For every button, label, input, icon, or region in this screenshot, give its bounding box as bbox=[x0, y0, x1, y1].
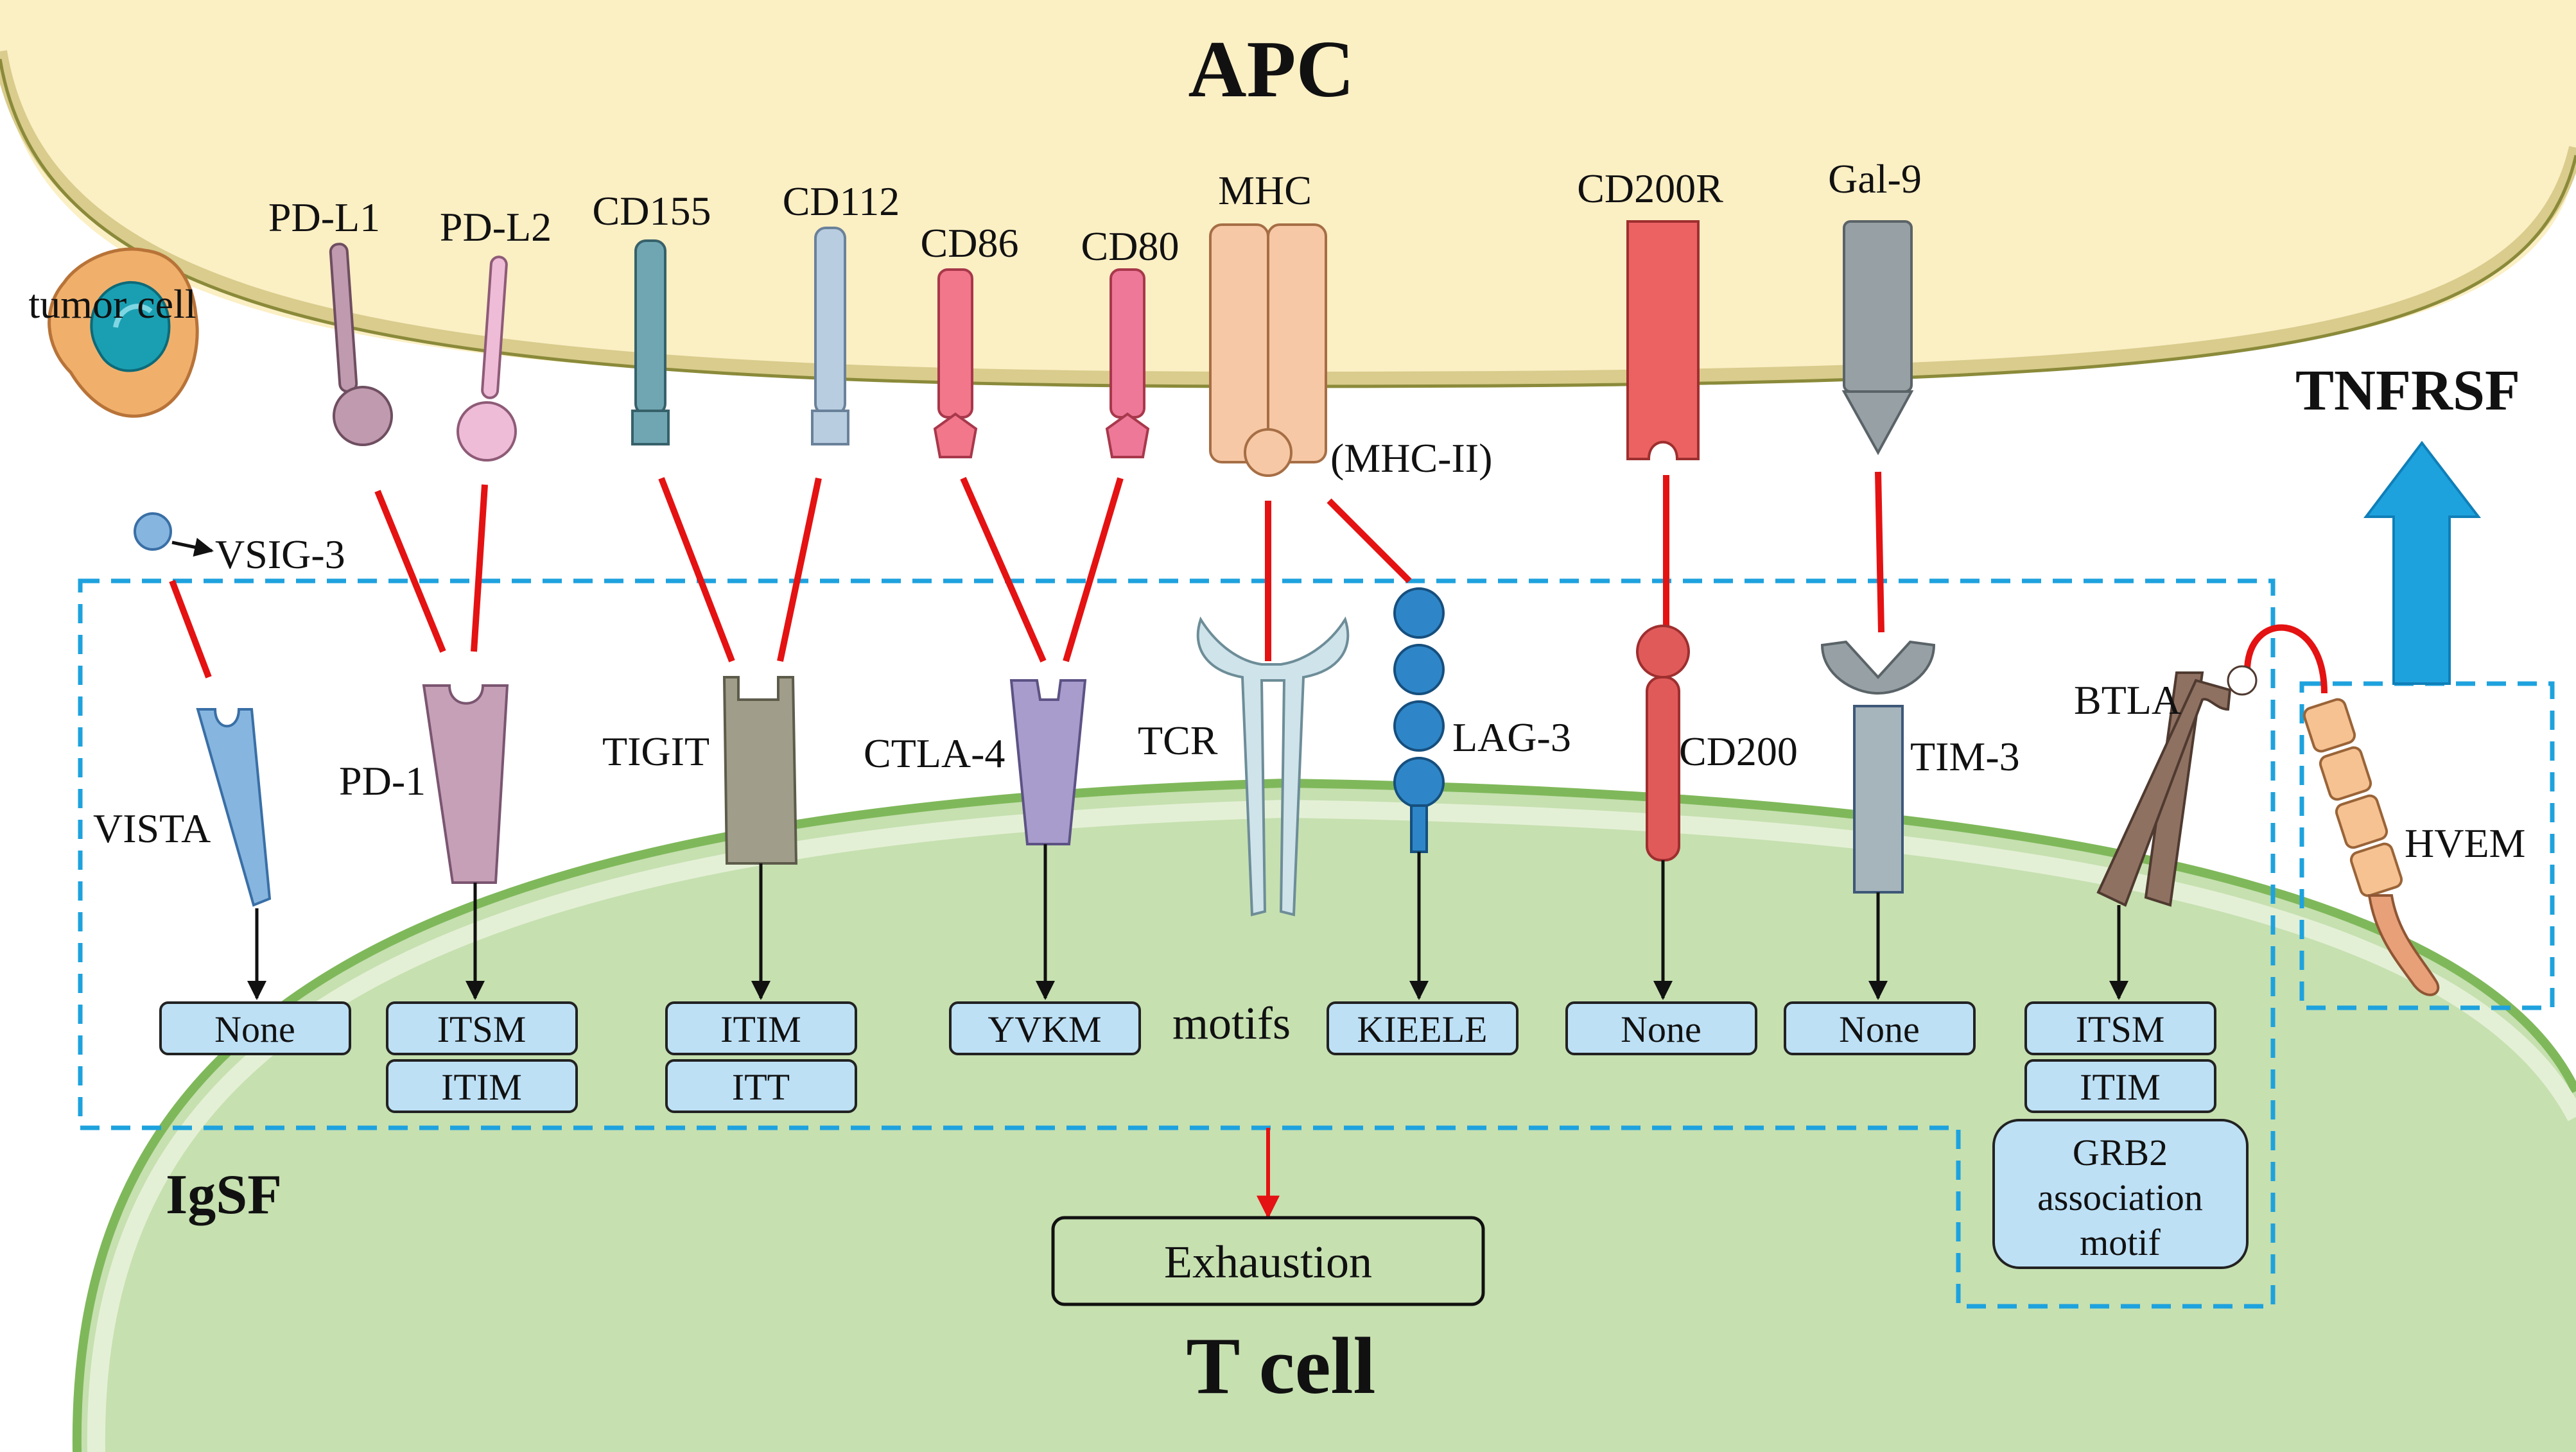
motifs-label: motifs bbox=[1172, 998, 1291, 1049]
tcell-title: T cell bbox=[1186, 1322, 1375, 1411]
ctla4-receptor bbox=[1009, 679, 1087, 845]
tnfrsf-up-arrow bbox=[2363, 440, 2482, 685]
btla-label: BTLA bbox=[2074, 677, 2181, 723]
pdl1-ligand bbox=[329, 243, 393, 446]
interaction-links bbox=[169, 471, 2328, 694]
tnfrsf-title: TNFRSF bbox=[2295, 359, 2520, 422]
motif-box-ctla4: YVKM bbox=[949, 1001, 1141, 1055]
motif-box-cd200: None bbox=[1565, 1001, 1757, 1055]
svg-text:ITIM: ITIM bbox=[720, 1008, 801, 1050]
vsig3-pointer bbox=[171, 537, 214, 557]
mhc-ligand bbox=[1209, 223, 1327, 477]
svg-text:ITIM: ITIM bbox=[2080, 1066, 2161, 1108]
gal9-ligand bbox=[1841, 220, 1914, 456]
pdl2-ligand bbox=[457, 255, 517, 462]
svg-text:None: None bbox=[1621, 1008, 1701, 1050]
motif-box-btla: ITSM ITIM GRB2 association motif bbox=[1992, 1001, 2249, 1269]
vista-label: VISTA bbox=[93, 806, 211, 851]
tigit-label: TIGIT bbox=[602, 729, 709, 774]
cd200r-ligand bbox=[1626, 220, 1700, 460]
cd112-label: CD112 bbox=[783, 178, 900, 224]
vista-receptor bbox=[196, 708, 272, 907]
cd200-receptor bbox=[1636, 625, 1690, 861]
gal9-label: Gal-9 bbox=[1828, 156, 1922, 202]
vsig3-ligand bbox=[134, 512, 172, 551]
svg-text:ITSM: ITSM bbox=[437, 1008, 527, 1050]
cd112-ligand bbox=[811, 227, 849, 445]
tim3-label: TIM-3 bbox=[1910, 734, 2020, 779]
mhc2-label: (MHC-II) bbox=[1330, 435, 1492, 481]
svg-text:None: None bbox=[214, 1008, 295, 1050]
lag3-receptor bbox=[1393, 587, 1445, 853]
motif-box-pd1: ITSM ITIM bbox=[386, 1001, 578, 1113]
tcr-label: TCR bbox=[1138, 718, 1218, 763]
svg-text:Exhaustion: Exhaustion bbox=[1164, 1236, 1372, 1288]
tcr-receptor bbox=[1196, 616, 1350, 917]
tumor-cell-label: tumor cell bbox=[28, 281, 196, 327]
svg-text:YVKM: YVKM bbox=[988, 1008, 1101, 1050]
cd155-label: CD155 bbox=[593, 188, 711, 234]
cd80-label: CD80 bbox=[1081, 223, 1179, 269]
svg-text:motif: motif bbox=[2080, 1222, 2161, 1263]
pdl2-label: PD-L2 bbox=[440, 204, 552, 250]
lag3-label: LAG-3 bbox=[1452, 714, 1571, 760]
btla-receptor bbox=[2096, 665, 2258, 907]
tim3-receptor bbox=[1820, 640, 1936, 894]
svg-text:KIEELE: KIEELE bbox=[1357, 1008, 1488, 1050]
svg-text:None: None bbox=[1839, 1008, 1920, 1050]
svg-text:ITSM: ITSM bbox=[2076, 1008, 2165, 1050]
motif-box-tigit: ITIM ITT bbox=[665, 1001, 857, 1113]
pd1-receptor bbox=[422, 684, 509, 884]
pd1-label: PD-1 bbox=[339, 758, 426, 804]
ctla4-label: CTLA-4 bbox=[864, 730, 1005, 776]
hvem-receptor bbox=[2302, 698, 2440, 996]
pdl1-label: PD-L1 bbox=[268, 194, 380, 240]
cd86-ligand bbox=[933, 268, 978, 458]
hvem-label: HVEM bbox=[2405, 820, 2525, 866]
motif-box-lag3: KIEELE bbox=[1327, 1001, 1519, 1055]
svg-text:ITT: ITT bbox=[732, 1066, 790, 1108]
svg-text:ITIM: ITIM bbox=[441, 1066, 522, 1108]
cd200r-label: CD200R bbox=[1577, 166, 1723, 211]
vsig3-label: VSIG-3 bbox=[215, 532, 345, 577]
cd86-label: CD86 bbox=[921, 220, 1019, 266]
motif-box-vista: None bbox=[159, 1001, 351, 1055]
svg-text:GRB2: GRB2 bbox=[2073, 1132, 2168, 1173]
tigit-receptor bbox=[722, 676, 798, 865]
exhaustion-box: Exhaustion bbox=[1051, 1216, 1485, 1306]
motif-box-tim3: None bbox=[1784, 1001, 1976, 1055]
mhc-label: MHC bbox=[1218, 168, 1312, 213]
cd80-ligand bbox=[1105, 268, 1150, 458]
cd200-label: CD200 bbox=[1679, 729, 1798, 774]
apc-title: APC bbox=[1188, 25, 1355, 114]
signal-arrows bbox=[247, 844, 2128, 1000]
tumor-cell bbox=[48, 247, 199, 418]
igsf-boundary bbox=[78, 578, 2276, 1309]
cd155-ligand bbox=[631, 239, 670, 445]
igsf-title: IgSF bbox=[166, 1164, 282, 1226]
svg-text:association: association bbox=[2037, 1177, 2203, 1218]
